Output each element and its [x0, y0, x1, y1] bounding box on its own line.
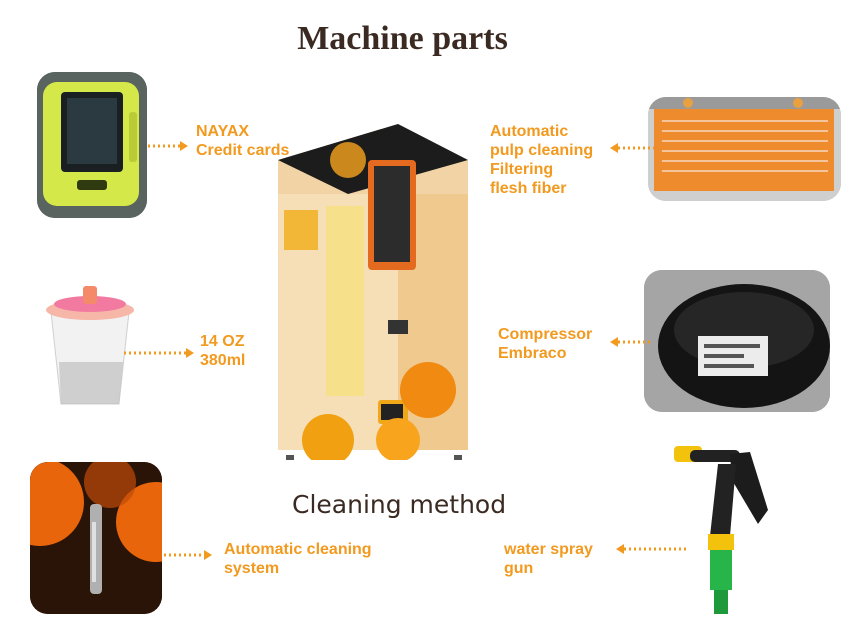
compressor-label: Compressor Embraco — [498, 326, 593, 362]
page-title: Machine parts — [297, 20, 508, 57]
cleaning-system-photo — [30, 462, 162, 614]
spray-gun-dotted-arrow — [616, 544, 688, 554]
cleaning-method-heading: Cleaning method — [292, 490, 507, 519]
nayax-reader-photo — [37, 72, 147, 218]
nayax-reader-image — [37, 72, 147, 218]
water-spray-gun-photo — [670, 440, 780, 620]
compressor-dotted-arrow — [610, 337, 650, 347]
nayax-label: NAYAX Credit cards — [196, 123, 290, 159]
cleaning-system-label: Automatic cleaning system — [224, 541, 372, 577]
water-spray-gun-image — [674, 446, 768, 614]
pulp-filter-image — [648, 97, 841, 201]
vending-machine-illustration — [268, 120, 478, 466]
pulp-filter-dotted-arrow — [610, 143, 654, 153]
cleaning-system-dotted-arrow — [164, 550, 212, 560]
compressor-photo — [644, 270, 830, 412]
compressor-image — [644, 270, 830, 412]
spray-gun-label: water spray gun — [504, 541, 593, 577]
vending-machine-image — [278, 124, 468, 466]
cleaning-system-image — [30, 462, 162, 614]
pulp-filter-photo — [648, 97, 841, 201]
cup-size-label: 14 OZ 380ml — [200, 333, 246, 369]
nayax-dotted-arrow — [148, 141, 188, 151]
cup-dotted-arrow — [124, 348, 194, 358]
cup-photo — [37, 272, 142, 414]
cup-image — [46, 286, 134, 405]
pulp-cleaning-label: Automatic pulp cleaning Filtering flesh … — [490, 123, 594, 197]
